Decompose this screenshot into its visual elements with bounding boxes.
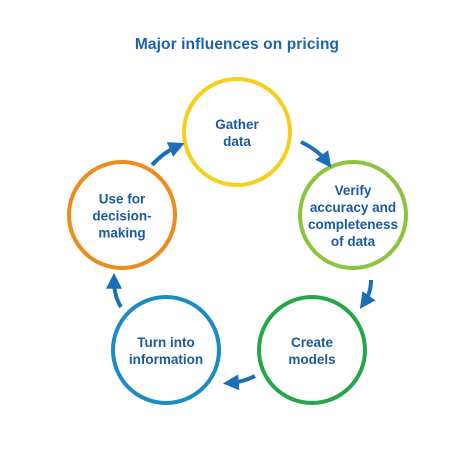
node-circle-gather bbox=[182, 77, 292, 187]
node-label-create: Create models bbox=[288, 335, 336, 367]
arrow-verify-to-create bbox=[359, 279, 376, 309]
node-label-verify: Verify accuracy and completeness of data bbox=[307, 183, 399, 249]
node-circle-create bbox=[257, 295, 367, 405]
node-label-gather: Gather data bbox=[215, 117, 259, 149]
arrow-use-to-gather bbox=[150, 142, 185, 167]
node-label-use: Use for decision- making bbox=[92, 191, 152, 241]
node-circle-verify bbox=[298, 160, 408, 270]
arrow-turn-to-use bbox=[106, 272, 123, 309]
arrow-gather-to-verify bbox=[300, 140, 332, 168]
node-label-turn: Turn into information bbox=[128, 335, 204, 367]
diagram-title: Major influences on pricing bbox=[134, 36, 340, 53]
arrow-create-to-turn bbox=[222, 374, 256, 391]
node-circle-turn bbox=[111, 295, 221, 405]
node-circle-use bbox=[67, 160, 177, 270]
